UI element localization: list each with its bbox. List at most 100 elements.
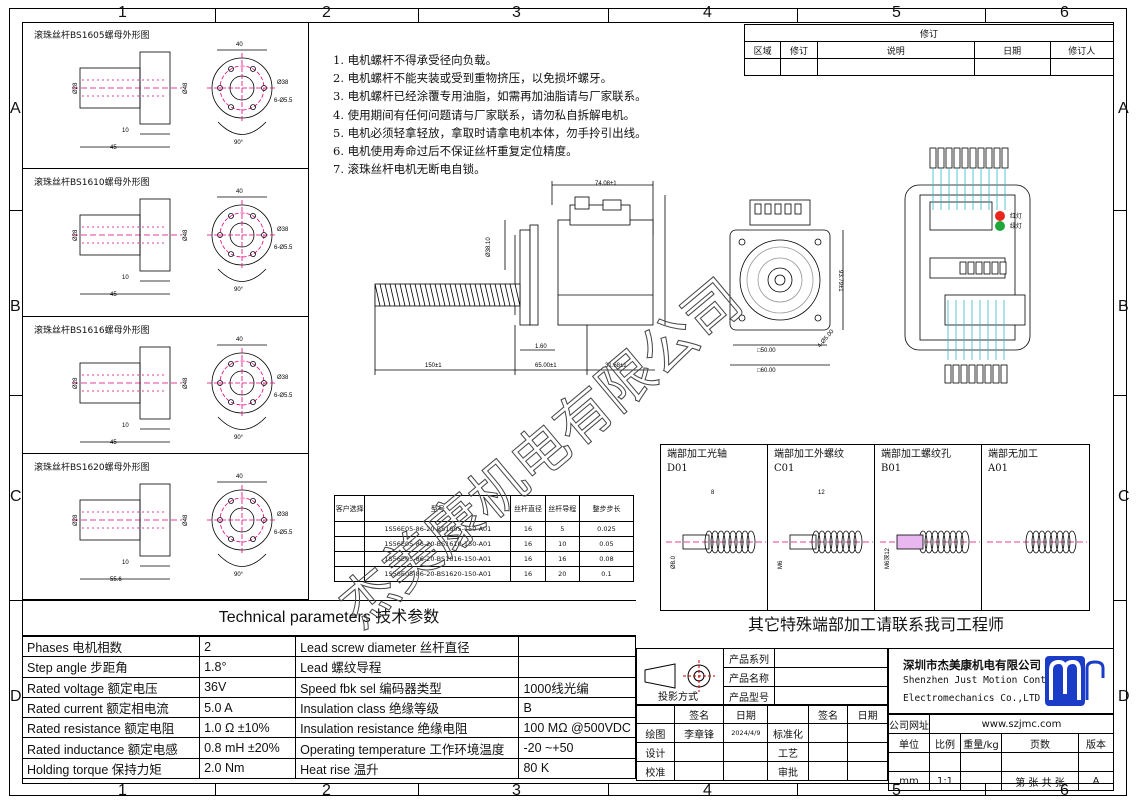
label-sign-2: 签名 [807, 704, 849, 724]
row-label: D [1118, 688, 1130, 705]
end-processing-title: 端部无加工 [988, 449, 1038, 460]
green-led-label: 绿灯 [1010, 222, 1022, 230]
grid-tick [608, 784, 609, 796]
column-label: 5 [892, 782, 901, 799]
column-label: 1 [118, 4, 127, 21]
nut-dimension: 10 [122, 275, 129, 281]
tech-cell: 36V [199, 676, 297, 698]
unit-value: mm [888, 771, 930, 791]
end-processing-title: 端部加工外螺纹 [774, 449, 844, 460]
model-header: 型号 [364, 495, 512, 522]
model-cell: 0.08 [578, 551, 635, 567]
model-header: 整步步长 [578, 495, 635, 522]
grid-tick [797, 784, 798, 796]
nut-dimension: 40 [236, 42, 243, 48]
end-processing-dimension: 8 [711, 490, 715, 496]
red-led-label: 红灯 [1010, 212, 1022, 220]
tech-cell: Lead screw diameter 丝杆直径 [295, 635, 520, 658]
model-cell [333, 536, 366, 552]
note-item: 5. 电机必须轻拿轻放，拿取时请拿电机本体，勿手拎引出线。 [333, 125, 647, 140]
model-cell [333, 566, 366, 582]
revision-header: 修订 [780, 41, 818, 59]
label-website: 公司网址 [888, 714, 930, 734]
column-label: 2 [322, 4, 331, 21]
revision-table: 修订 区域修订说明日期修订人 [743, 24, 1115, 76]
label-projection: 投影方式 [658, 692, 698, 703]
nut-dimension: Ø28 [73, 82, 79, 94]
dim-screw-length: 150±1 [425, 363, 442, 369]
nut-dimension: 55.6 [110, 577, 122, 583]
end-processing-dimension: 12 [818, 490, 825, 496]
column-label: 3 [512, 4, 521, 21]
model-cell: 16 [510, 566, 546, 582]
tech-cell [518, 635, 636, 658]
nut-dimension: 10 [122, 560, 129, 566]
tech-cell: 1.8° [199, 656, 297, 678]
grid-tick [1114, 210, 1127, 211]
tech-cell: 80 K [518, 757, 636, 780]
grid-tick [215, 784, 216, 796]
model-cell: 0.1 [578, 566, 635, 582]
model-cell: 5 [544, 521, 580, 537]
connector-view: 红灯 绿灯 [904, 147, 1031, 384]
column-label: 1 [118, 782, 127, 799]
motor-front-view: □50.00 □60.00 93.79±1 4-Ø5.00 [729, 199, 844, 374]
tech-cell: Holding torque 保持力矩 [21, 757, 201, 780]
model-cell [333, 551, 366, 567]
grid-tick [418, 9, 419, 22]
model-cell: 1S56E05-86-20-BS1616-150-A01 [364, 551, 512, 567]
tech-cell: Heat rise 温升 [295, 757, 520, 780]
tech-cell: 5.0 A [199, 696, 297, 719]
nut-dimension: 6-Ø5.5 [274, 98, 293, 104]
nut-dimension: 45 [110, 292, 117, 298]
tech-cell: B [518, 696, 636, 719]
draw-date: 2024/4/9 [723, 723, 769, 743]
nut-title: 滚珠丝杆BS1620螺母外形图 [34, 463, 150, 473]
column-label: 4 [703, 4, 712, 21]
tech-cell [518, 656, 636, 678]
drawing-frame [9, 8, 1127, 796]
nut-dimension: Ø38 [277, 227, 289, 233]
grid-tick [985, 784, 986, 796]
note-item: 2. 电机螺杆不能夹装或受到重物挤压，以免损坏螺牙。 [333, 71, 613, 86]
green-led [995, 221, 1005, 231]
note-item: 7. 滚珠丝杆电机无断电自锁。 [333, 162, 486, 177]
grid-tick [215, 9, 216, 22]
grid-tick [1114, 395, 1127, 396]
column-label: 4 [703, 782, 712, 799]
nut-dimension: Ø38 [277, 80, 289, 86]
note-item: 4. 使用期间有任何问题请与厂家联系，请勿私自拆解电机。 [333, 107, 636, 122]
tech-cell: Rated inductance 额定电感 [21, 737, 201, 759]
model-cell: 1S56E05-86-20-BS1605-150-A01 [364, 521, 512, 537]
page-value: 第 张 共 张 [1001, 771, 1079, 791]
end-processing-footer: 其它特殊端部加工请联系我司工程师 [747, 615, 1004, 634]
revision-header: 日期 [973, 41, 1051, 59]
company-name-en-1: Shenzhen Just Motion Control [903, 675, 1064, 686]
company-name-cn: 深圳市杰美康机电有限公司 [903, 658, 1041, 672]
nut-dimension: 90° [234, 287, 244, 293]
drawer-name: 李章锋 [673, 723, 725, 743]
tech-cell: 1000线光编 [518, 676, 636, 698]
note-item: 3. 电机螺杆已经涂覆专用油脂，如需再加油脂请与厂家联系。 [333, 89, 647, 104]
nut-dimension: Ø28 [73, 229, 79, 241]
model-cell: 16 [510, 551, 546, 567]
grid-tick [9, 600, 22, 601]
nut-dimension: Ø28 [73, 514, 79, 526]
note-item: 6. 电机使用寿命过后不保证丝杆重复定位精度。 [333, 144, 578, 158]
grid-tick [418, 784, 419, 796]
tech-cell: Speed fbk sel 编码器类型 [295, 676, 520, 698]
model-cell: 10 [544, 536, 580, 552]
